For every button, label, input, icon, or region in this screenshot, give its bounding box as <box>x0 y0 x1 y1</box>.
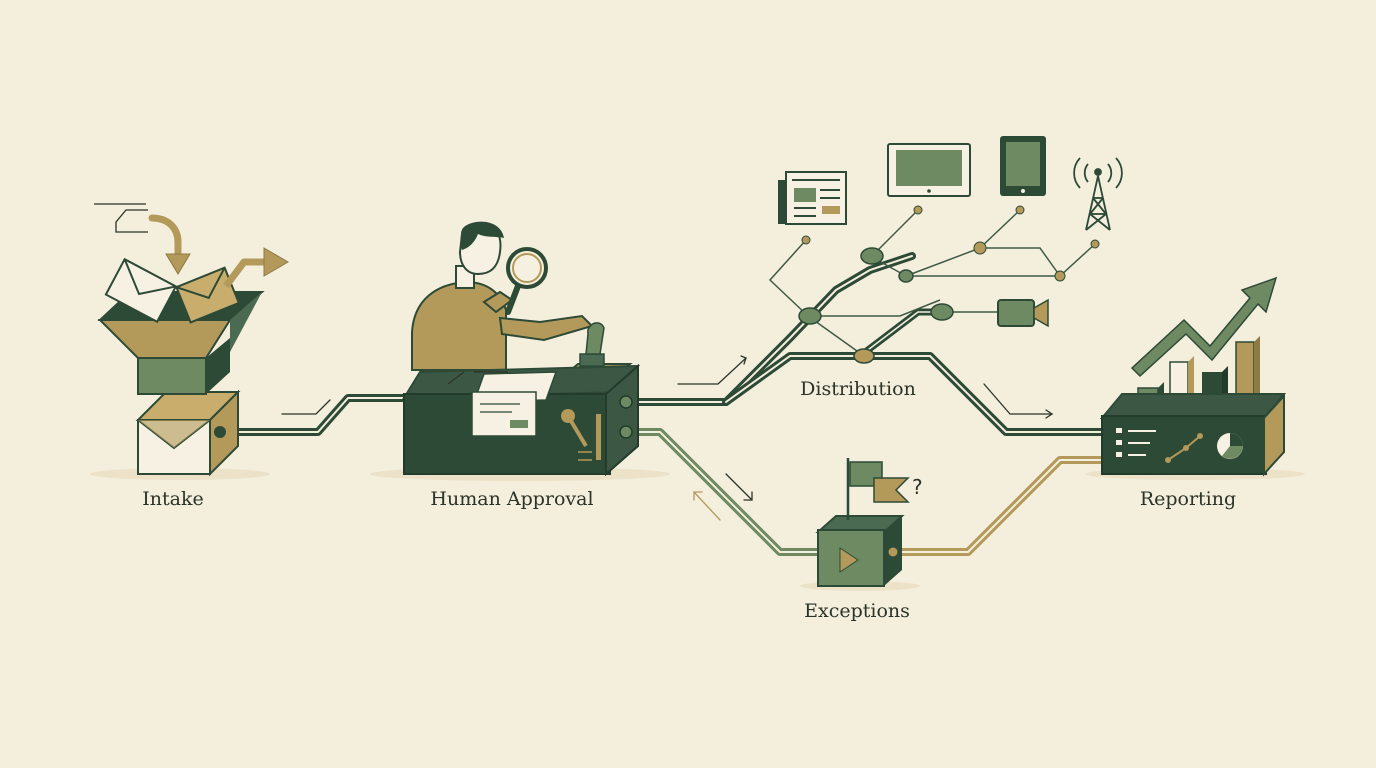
broadcast-tower-icon <box>1073 157 1123 231</box>
tablet-icon <box>1000 136 1046 196</box>
pipe-intake-approval <box>212 394 408 436</box>
envelope-icon <box>104 257 241 324</box>
distribution-label: Distribution <box>800 378 916 400</box>
intake-box <box>135 389 241 477</box>
ground-shadows <box>90 467 1305 591</box>
pipe-distribution-reporting <box>722 352 1110 436</box>
stage-labels: Intake Human Approval Distribution Excep… <box>142 378 1236 622</box>
approval-stage <box>402 221 640 477</box>
reporting-stage <box>1099 276 1287 477</box>
intake-label: Intake <box>142 488 203 510</box>
exceptions-question-mark: ? <box>912 475 923 499</box>
trend-arrow-icon <box>1130 276 1278 378</box>
monitor-icon <box>887 143 971 197</box>
magnifier-icon <box>505 247 548 315</box>
motion-arrows <box>281 355 1054 521</box>
flag-icon: ? <box>846 458 923 520</box>
video-camera-icon <box>997 298 1049 328</box>
reporting-console <box>1099 393 1287 477</box>
newspaper-icon <box>778 171 847 225</box>
person-icon <box>411 221 594 371</box>
line-chart-icon <box>1116 428 1203 463</box>
pipe-exceptions-reporting <box>894 456 1110 556</box>
funnel-icon <box>97 291 265 395</box>
pipe-approval-exceptions <box>624 428 826 556</box>
pipe-branch-camera <box>856 308 948 360</box>
intake-stage <box>94 203 289 477</box>
document-icon <box>447 371 558 437</box>
distribution-network <box>768 209 1096 357</box>
reporting-label: Reporting <box>1140 488 1236 510</box>
human-approval-label: Human Approval <box>430 488 593 510</box>
pie-chart-icon <box>1217 433 1243 459</box>
distribution-stage <box>778 136 1123 328</box>
exceptions-stage: ? <box>815 458 923 587</box>
play-icon <box>839 547 859 573</box>
exceptions-label: Exceptions <box>804 600 910 622</box>
exceptions-box <box>815 515 905 587</box>
network-nodes <box>798 205 1100 364</box>
arrow-icon <box>94 203 289 289</box>
pipes <box>212 252 1110 556</box>
